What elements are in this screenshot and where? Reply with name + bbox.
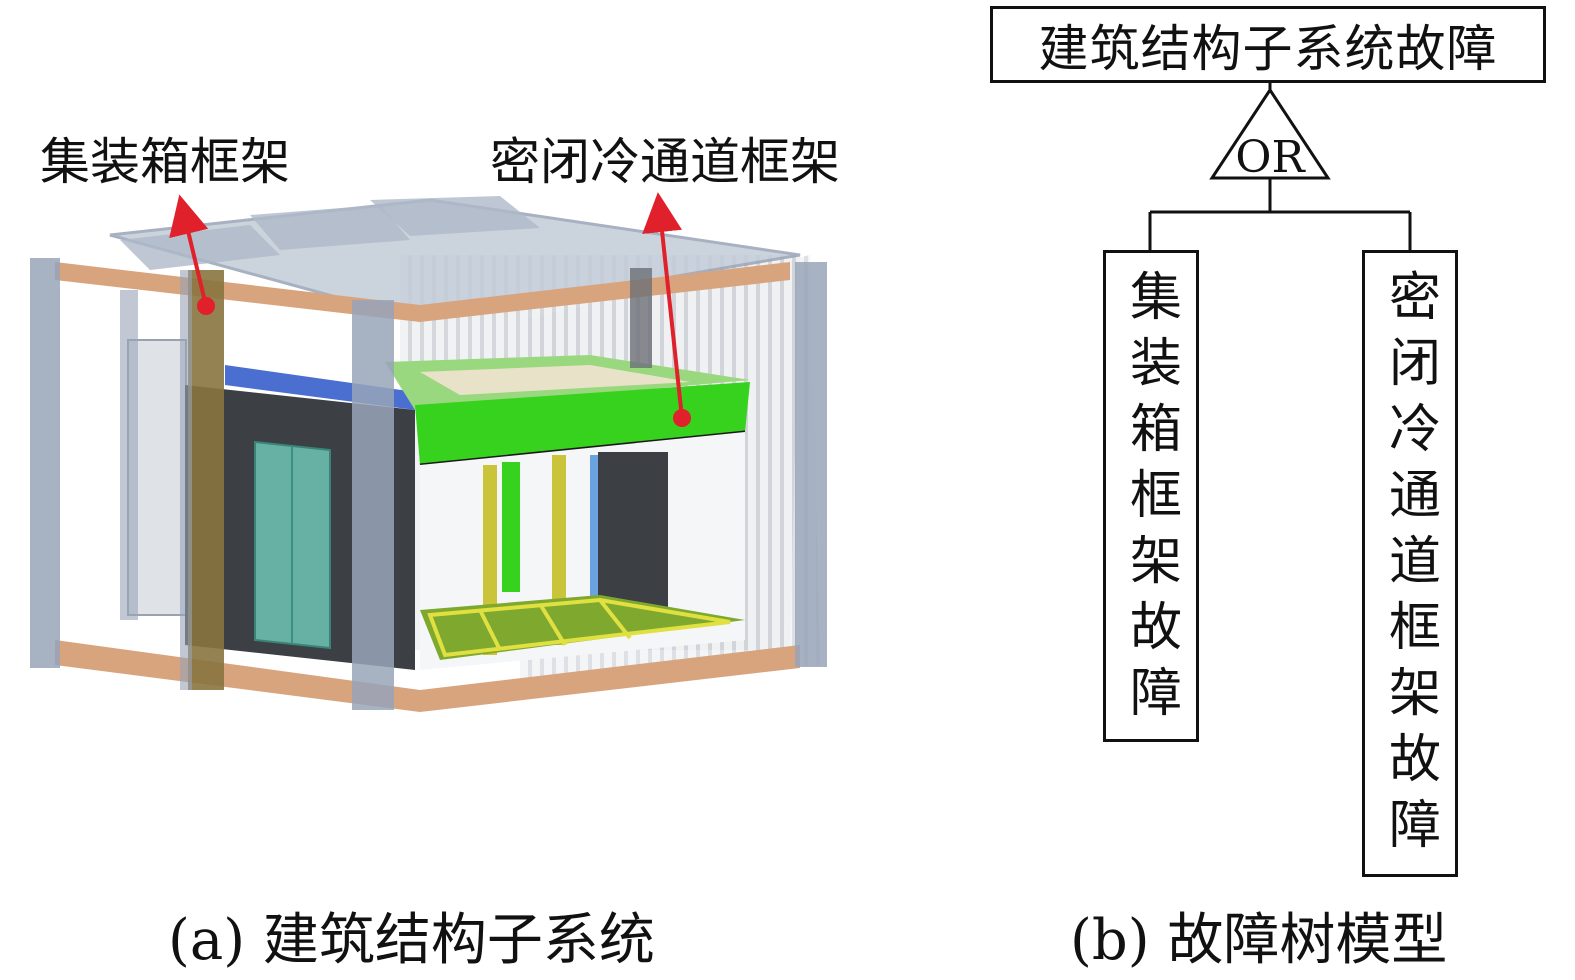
annotation-arrows: [169, 192, 691, 427]
aisle-green-strip: [502, 462, 520, 592]
child-event-right-box: 密闭冷通道框架故障: [1362, 250, 1458, 877]
caption-a: (a) 建筑结构子系统: [168, 908, 655, 973]
top-event-box: 建筑结构子系统故障: [990, 6, 1546, 83]
container-illustration: [30, 196, 827, 712]
aisle-front-band: [415, 382, 750, 465]
floor-wood-right: [420, 645, 800, 712]
column-left-front: [30, 258, 60, 668]
roof-panel-1: [120, 225, 280, 270]
yellow-post-2: [552, 455, 566, 645]
aisle-back-cabinet: [598, 452, 668, 612]
column-left-inner: [120, 290, 138, 620]
top-wood-beam-front: [55, 262, 420, 322]
arrow-container-frame: [169, 194, 209, 307]
arrow-aisle-frame-dot: [673, 409, 691, 427]
column-right-back: [795, 262, 827, 667]
or-gate-label: OR: [1235, 132, 1305, 183]
column-front-center: [352, 300, 394, 710]
column-mid-back: [630, 268, 652, 368]
floor-grid-line-2: [538, 602, 567, 647]
floor-grid-line-3: [598, 598, 632, 640]
aisle-roof-inner: [420, 365, 690, 395]
label-sealed-aisle-frame: 密闭冷通道框架: [490, 133, 840, 191]
container-frame-post-overlay: [180, 270, 192, 690]
roof-panel-2: [250, 205, 410, 250]
label-container-frame: 集装箱框架: [40, 133, 290, 191]
aisle-blue-strip: [590, 455, 598, 605]
caption-b: (b) 故障树模型: [1070, 908, 1448, 973]
arrow-aisle-frame: [642, 192, 684, 419]
child-event-left-box: 集装箱框架故障: [1103, 250, 1199, 742]
container-frame-post: [188, 270, 224, 690]
fault-tree-lines: [1148, 83, 1412, 250]
aisle-floor-grid: [427, 597, 731, 658]
child-event-right-text: 密闭冷通道框架故障: [1379, 269, 1440, 863]
top-wood-beam-right: [420, 262, 790, 322]
child-event-left-text: 集装箱框架故障: [1120, 269, 1181, 731]
top-event-text: 建筑结构子系统故障: [1038, 19, 1498, 78]
floor-grid-line-1: [478, 609, 502, 651]
roof-panel-3: [370, 196, 540, 236]
floor-wood-front: [55, 640, 420, 712]
arrow-container-frame-dot: [197, 297, 215, 315]
